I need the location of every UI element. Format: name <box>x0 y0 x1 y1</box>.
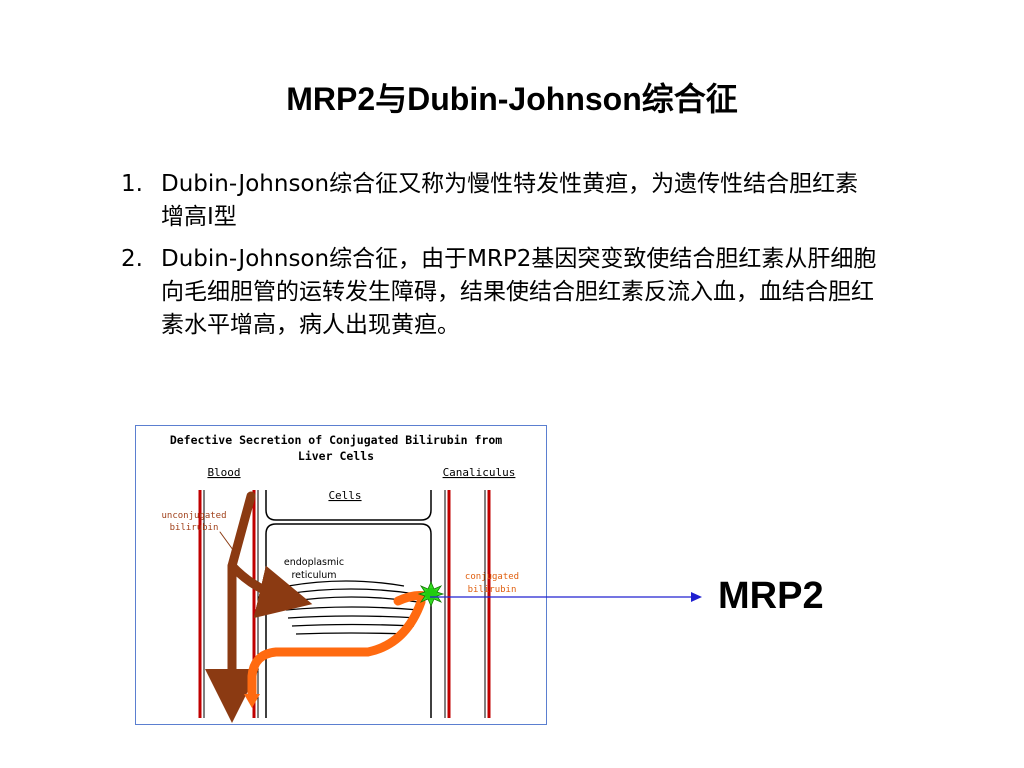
blood-label: Blood <box>207 466 240 479</box>
diagram-title-line-2: Liver Cells <box>298 449 374 463</box>
unconjugated-bilirubin-pathway <box>205 491 313 723</box>
bullet-number-1: 1. <box>121 171 143 197</box>
canaliculus <box>444 490 491 718</box>
diagram-title-line-1: Defective Secretion of Conjugated Biliru… <box>170 433 502 447</box>
slide-title: MRP2与Dubin-Johnson综合征 <box>286 81 738 117</box>
cells-label: Cells <box>328 489 361 502</box>
mrp2-callout-label: MRP2 <box>718 575 824 617</box>
bullet-item-1: 1. Dubin-Johnson综合征又称为慢性特发性黄疸，为遗传性结合胆红素增… <box>121 168 881 234</box>
unconjugated-label-line-2: bilirubin <box>170 523 219 533</box>
unconjugated-label-line-1: unconjugated <box>161 511 226 521</box>
er-label-line-2: reticulum <box>291 570 336 581</box>
diagram-canvas: Defective Secretion of Conjugated Biliru… <box>161 433 519 723</box>
bilirubin-secretion-diagram: Defective Secretion of Conjugated Biliru… <box>135 425 547 725</box>
er-label-line-1: endoplasmic <box>284 557 344 568</box>
bullet-list: 1. Dubin-Johnson综合征又称为慢性特发性黄疸，为遗传性结合胆红素增… <box>121 168 881 351</box>
bullet-text-2: Dubin-Johnson综合征，由于MRP2基因突变致使结合胆红素从肝细胞向毛… <box>161 246 877 338</box>
conjugated-bilirubin-pathway <box>244 591 429 708</box>
canaliculus-label: Canaliculus <box>443 466 516 479</box>
bullet-item-2: 2. Dubin-Johnson综合征，由于MRP2基因突变致使结合胆红素从肝细… <box>121 243 881 342</box>
liver-cells <box>265 490 432 718</box>
bullet-number-2: 2. <box>121 246 143 272</box>
bullet-text-1: Dubin-Johnson综合征又称为慢性特发性黄疸，为遗传性结合胆红素增高Ⅰ型 <box>161 171 859 230</box>
conjugated-label-line-2: bilirubin <box>468 585 517 595</box>
conjugated-label-line-1: conjugated <box>465 572 519 582</box>
pointer-arrowhead-icon <box>691 592 702 602</box>
